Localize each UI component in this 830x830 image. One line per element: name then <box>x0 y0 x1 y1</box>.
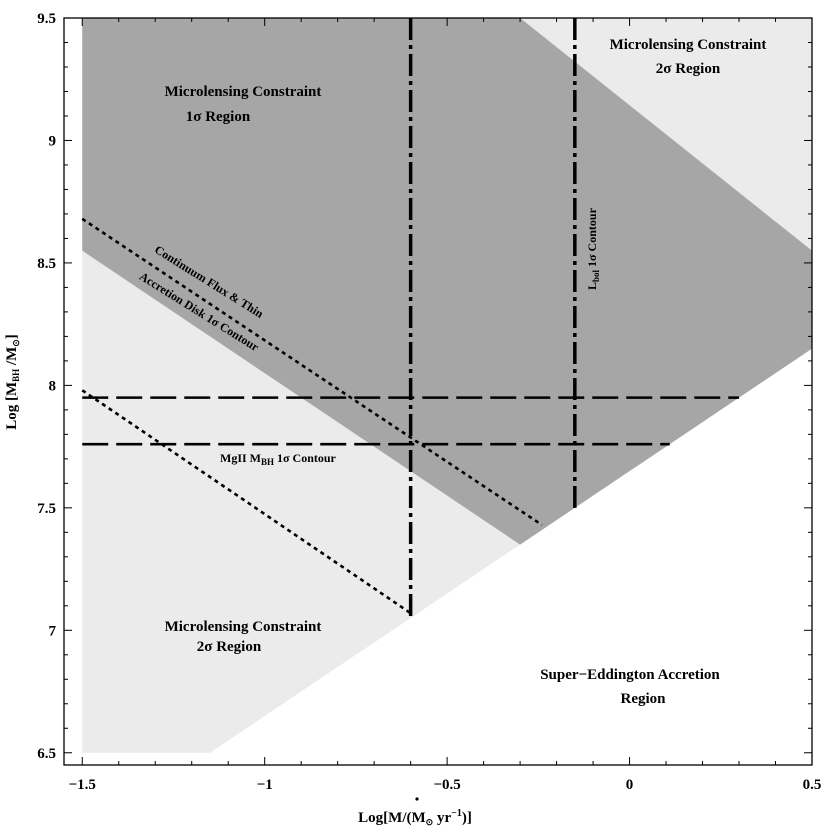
x-tick-label: −0.5 <box>433 777 460 793</box>
y-tick-label: 7.5 <box>37 501 56 517</box>
mgii-contour-label: MgII MBH 1σ Contour <box>220 451 337 467</box>
micro-1sigma-label-line2: 1σ Region <box>186 109 251 125</box>
y-tick-label: 8.5 <box>37 256 56 272</box>
y-tick-label: 8 <box>49 378 57 394</box>
y-tick-label: 7 <box>49 623 57 639</box>
lbol-contour-label: Lbol 1σ Contour <box>585 207 601 290</box>
axis-ticks: −1.5 −1 −0.5 0 0.5 6.5 7 7.5 8 8.5 9 9.5 <box>37 11 821 793</box>
micro-1sigma-label-line1: Microlensing Constraint <box>165 84 322 100</box>
x-tick-label: 0 <box>626 777 634 793</box>
x-axis-label-dot <box>415 797 419 801</box>
continuum-lower-line <box>81 389 412 615</box>
y-tick-label: 6.5 <box>37 746 56 762</box>
micro-2sigma-bottom-label-line2: 2σ Region <box>197 639 262 655</box>
plot-frame <box>63 17 813 766</box>
x-tick-label: −1.5 <box>69 777 96 793</box>
y-tick-label: 9 <box>49 133 57 149</box>
shaded-regions <box>82 18 813 753</box>
x-tick-label: −1 <box>257 777 273 793</box>
super-eddington-label-line2: Region <box>621 691 667 707</box>
x-tick-label: 0.5 <box>803 777 822 793</box>
y-tick-label: 9.5 <box>37 11 56 27</box>
region-1sigma <box>82 18 813 545</box>
micro-2sigma-top-label-line1: Microlensing Constraint <box>610 37 767 53</box>
y-axis-label: Log [MBH /M⊙] <box>4 334 21 430</box>
x-axis-label: Log[M/(M⊙ yr−1)] <box>358 808 472 827</box>
micro-2sigma-bottom-label-line1: Microlensing Constraint <box>165 619 322 635</box>
super-eddington-label-line1: Super−Eddington Accretion <box>540 667 720 683</box>
contour-lines <box>81 18 740 619</box>
micro-2sigma-top-label-line2: 2σ Region <box>656 61 721 77</box>
